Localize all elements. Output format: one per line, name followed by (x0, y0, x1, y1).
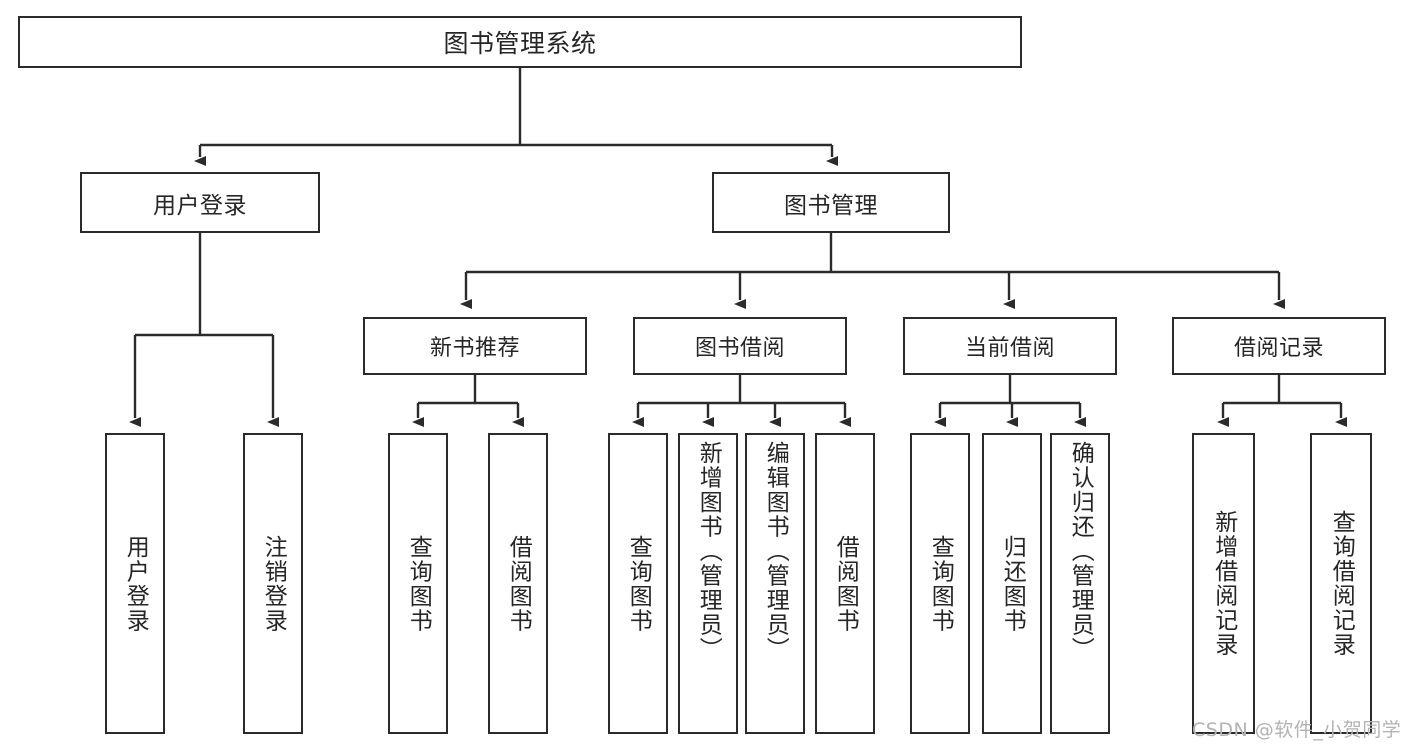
leaf-edit-book-admin-label: 编辑图书（管理员） (762, 441, 789, 662)
leaf-confirm-return-admin-label: 确认归还（管理员） (1067, 441, 1094, 662)
node-user-login-label: 用户登录 (153, 192, 247, 219)
node-new-book-recommend-label: 新书推荐 (429, 336, 520, 361)
leaf-user-login[interactable]: 用户登录 (105, 433, 165, 734)
leaf-borrow-books-label: 借阅图书 (832, 534, 859, 633)
node-user-login[interactable]: 用户登录 (80, 172, 320, 233)
leaf-borrow-books-recommend[interactable]: 借阅图书 (488, 433, 548, 734)
leaf-logout-label: 注销登录 (260, 534, 287, 633)
leaf-confirm-return-admin[interactable]: 确认归还（管理员） (1050, 433, 1110, 734)
node-current-borrow-label: 当前借阅 (964, 336, 1055, 361)
node-borrow-records[interactable]: 借阅记录 (1172, 317, 1386, 375)
node-book-management-label: 图书管理 (784, 192, 878, 219)
leaf-query-borrow-record-label: 查询借阅记录 (1328, 510, 1355, 657)
leaf-query-books-borrow[interactable]: 查询图书 (608, 433, 668, 734)
leaf-borrow-books-recommend-label: 借阅图书 (505, 534, 532, 633)
leaf-query-books-recommend-label: 查询图书 (405, 534, 432, 633)
node-new-book-recommend[interactable]: 新书推荐 (363, 317, 587, 375)
node-current-borrow[interactable]: 当前借阅 (903, 317, 1117, 375)
leaf-edit-book-admin[interactable]: 编辑图书（管理员） (745, 433, 805, 734)
leaf-add-borrow-record[interactable]: 新增借阅记录 (1192, 433, 1255, 734)
node-root-label: 图书管理系统 (443, 29, 597, 58)
leaf-query-borrow-record[interactable]: 查询借阅记录 (1310, 433, 1372, 734)
leaf-add-book-admin[interactable]: 新增图书（管理员） (678, 433, 738, 734)
leaf-add-borrow-record-label: 新增借阅记录 (1210, 510, 1237, 657)
node-borrow-records-label: 借阅记录 (1233, 336, 1324, 361)
leaf-query-books-recommend[interactable]: 查询图书 (388, 433, 448, 734)
leaf-return-books[interactable]: 归还图书 (982, 433, 1042, 734)
leaf-user-login-label: 用户登录 (122, 534, 149, 633)
leaf-logout[interactable]: 注销登录 (243, 433, 303, 734)
leaf-borrow-books[interactable]: 借阅图书 (815, 433, 875, 734)
csdn-watermark: CSDN @软件_小贺同学 (1192, 719, 1402, 741)
node-root[interactable]: 图书管理系统 (18, 16, 1022, 68)
leaf-query-books-borrow-label: 查询图书 (625, 534, 652, 633)
node-book-management[interactable]: 图书管理 (712, 172, 950, 233)
node-book-borrow[interactable]: 图书借阅 (633, 317, 847, 375)
leaf-query-books-current[interactable]: 查询图书 (910, 433, 970, 734)
leaf-add-book-admin-label: 新增图书（管理员） (695, 441, 722, 662)
node-book-borrow-label: 图书借阅 (694, 336, 785, 361)
leaf-return-books-label: 归还图书 (999, 534, 1026, 633)
leaf-query-books-current-label: 查询图书 (927, 534, 954, 633)
